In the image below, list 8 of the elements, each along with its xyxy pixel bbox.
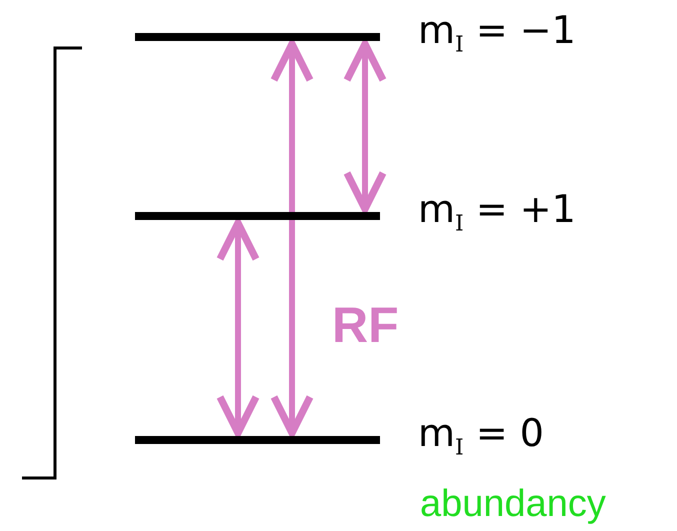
level-label: m$_{I}$ = +1 [418,186,576,239]
double-arrow [216,219,260,437]
double-arrow [270,40,314,437]
level-label: m$_{I}$ = 0 [418,410,544,463]
rf-label: RF [332,296,399,354]
abundancy-label: abundancy [420,482,606,526]
level-label: m$_{I}$ = −1 [418,7,576,60]
double-arrow [343,40,387,213]
